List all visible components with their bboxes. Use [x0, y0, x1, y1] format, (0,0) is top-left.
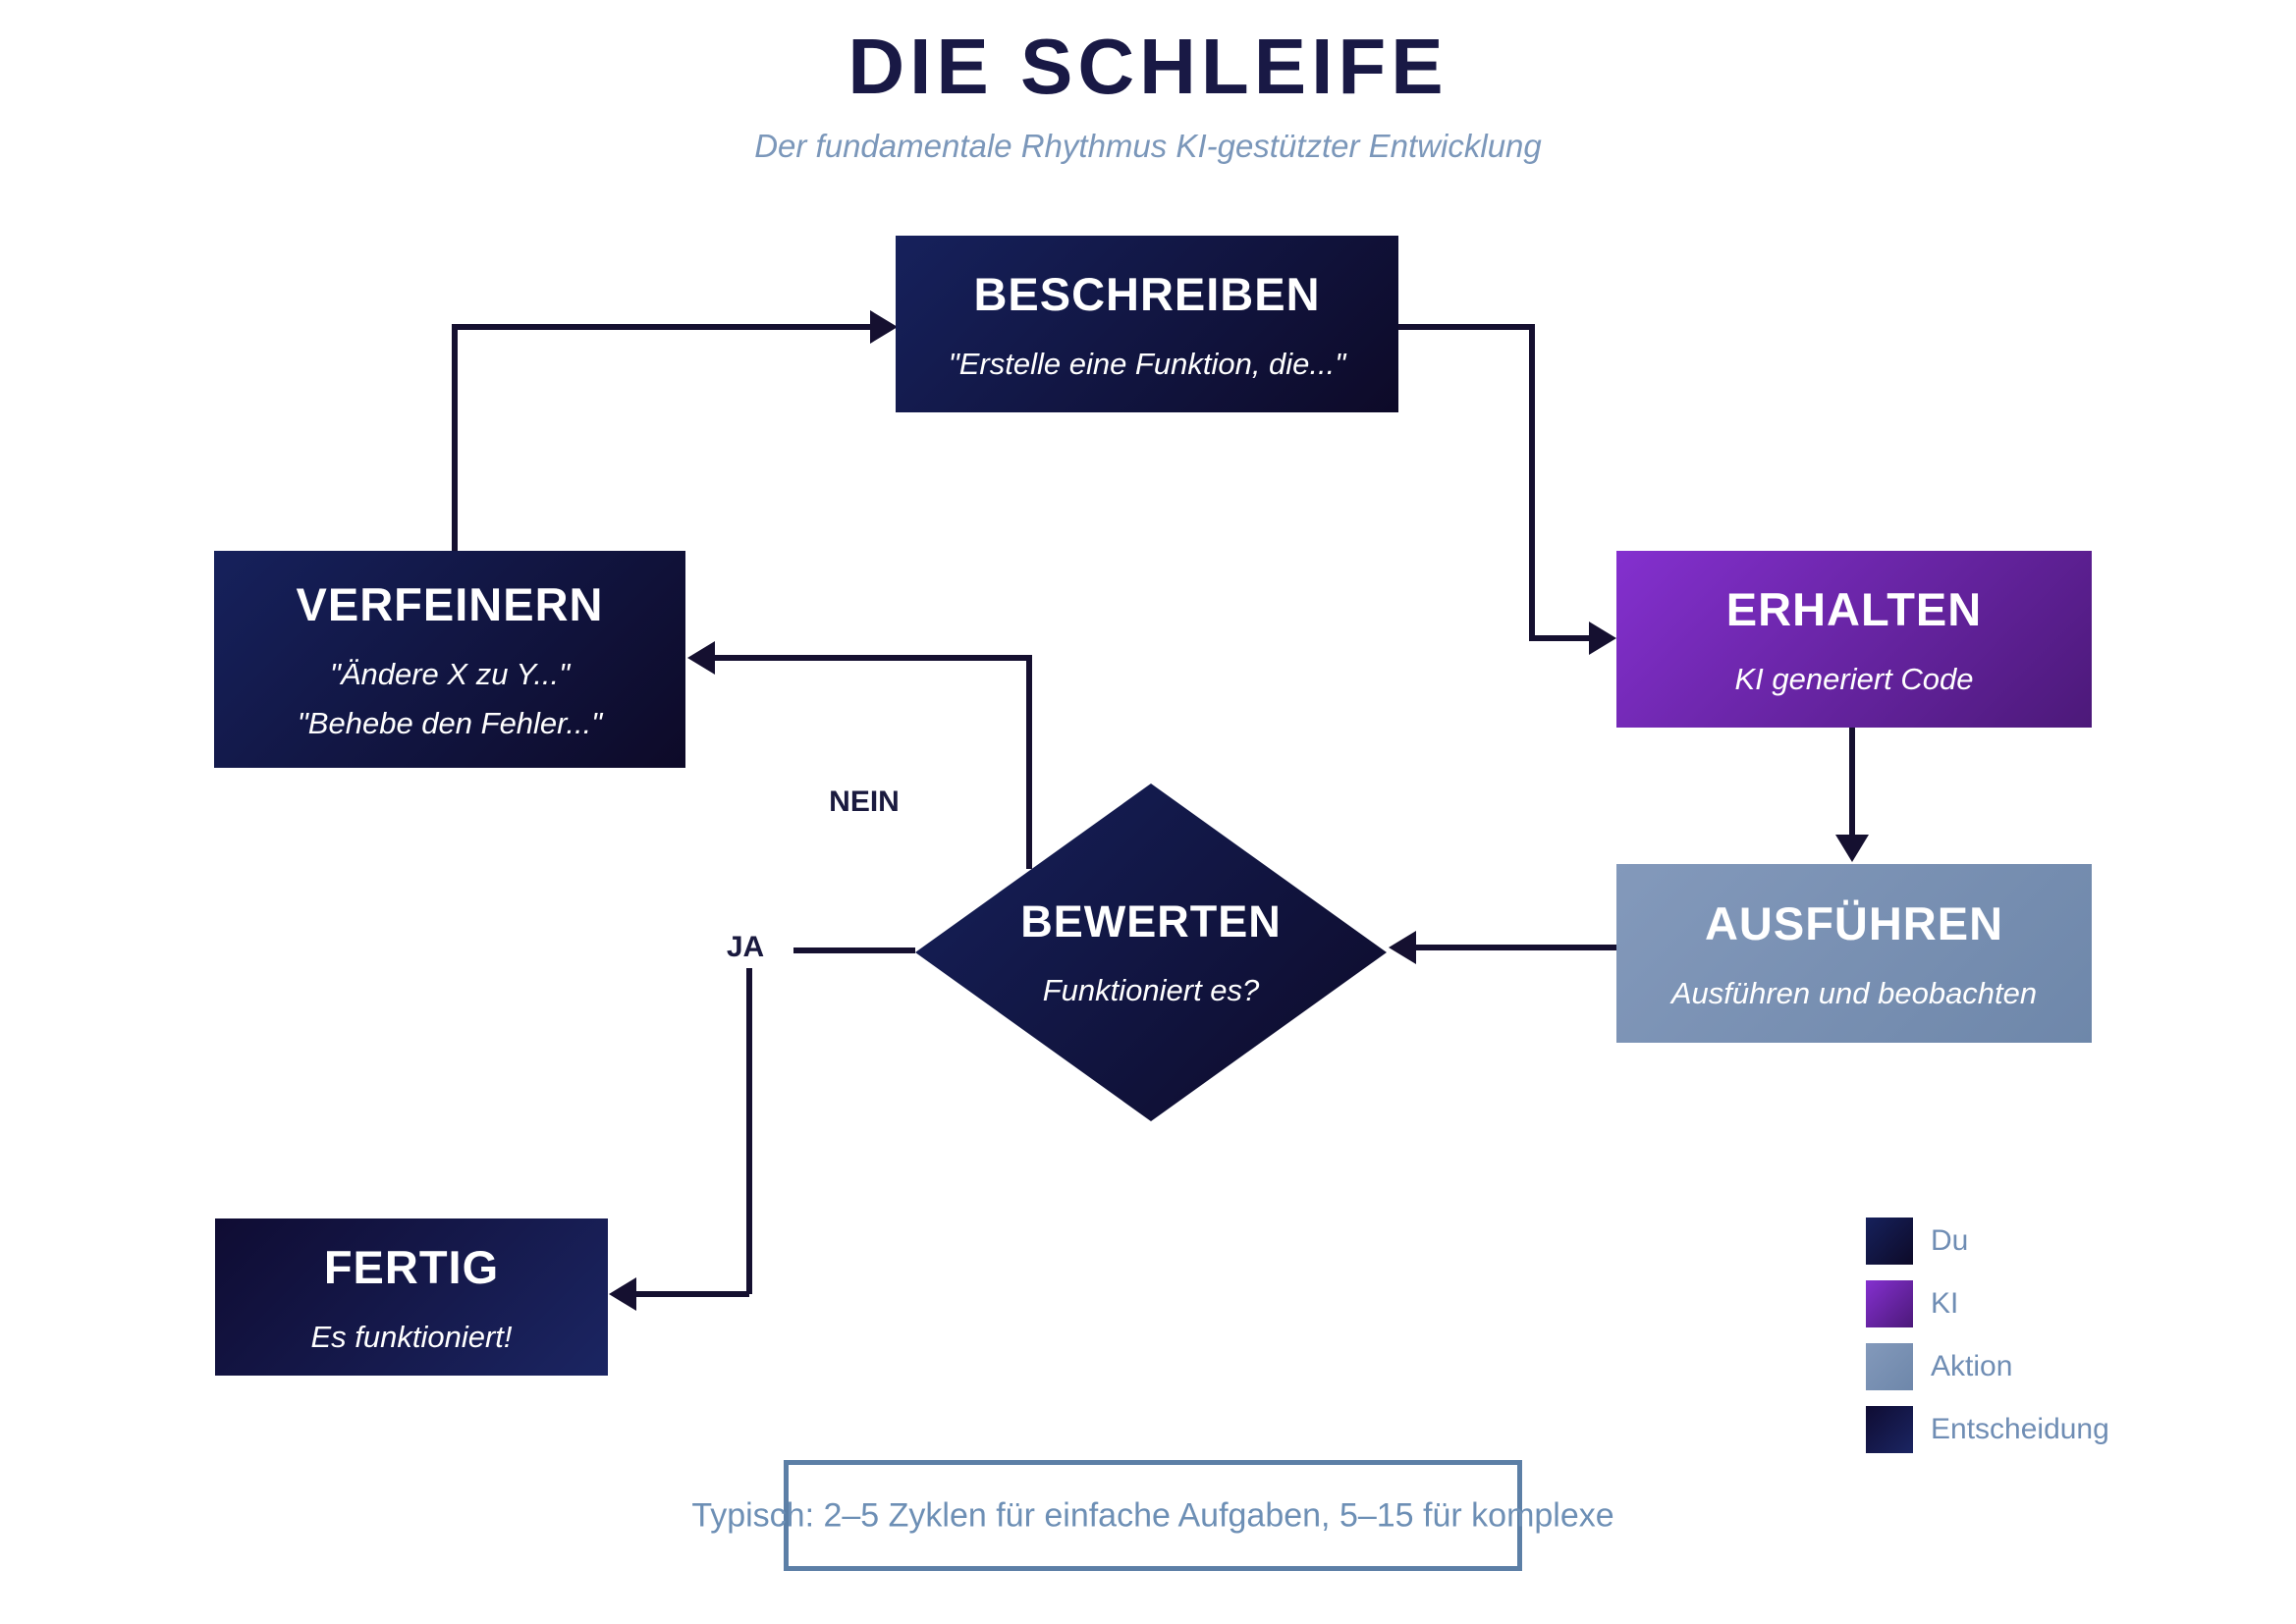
- legend-swatch-du: [1866, 1218, 1913, 1265]
- node-ausfuehren-title: AUSFÜHREN: [1704, 896, 2004, 949]
- node-verfeinern: VERFEINERN "Ändere X zu Y..." "Behebe de…: [214, 551, 685, 768]
- legend-item-du: Du: [1866, 1218, 1968, 1265]
- node-fertig-title: FERTIG: [323, 1240, 500, 1293]
- arrowhead-into-fertig-icon: [609, 1277, 636, 1311]
- legend-swatch-entscheidung: [1866, 1406, 1913, 1453]
- node-verfeinern-title: VERFEINERN: [296, 578, 604, 630]
- legend-label-aktion: Aktion: [1931, 1350, 2013, 1382]
- node-fertig: FERTIG Es funktioniert!: [215, 1218, 608, 1376]
- edge-nein-horizontal: [713, 655, 1032, 661]
- legend-label-du: Du: [1931, 1224, 1969, 1257]
- node-beschreiben-subtitle: "Erstelle eine Funktion, die...": [948, 346, 1346, 381]
- node-bewerten-diamond: BEWERTEN Funktioniert es?: [915, 784, 1387, 1121]
- arrowhead-into-bewerten-icon: [1389, 931, 1416, 964]
- node-erhalten-title: ERHALTEN: [1725, 582, 1983, 635]
- edge-nein-vertical: [1026, 655, 1032, 869]
- node-bewerten-title: BEWERTEN: [1020, 896, 1282, 947]
- edge-verfeinern-beschreiben-horizontal: [452, 324, 874, 330]
- arrowhead-into-beschreiben-icon: [870, 310, 898, 344]
- footer-note-text: Typisch: 2–5 Zyklen für einfache Aufgabe…: [691, 1496, 1614, 1534]
- edge-erhalten-ausfuehren-vertical: [1849, 728, 1855, 838]
- node-fertig-subtitle: Es funktioniert!: [310, 1319, 513, 1354]
- legend-item-entscheidung: Entscheidung: [1866, 1406, 2109, 1453]
- node-verfeinern-subtitle-1: "Ändere X zu Y...": [329, 657, 571, 691]
- node-beschreiben: BESCHREIBEN "Erstelle eine Funktion, die…: [896, 236, 1398, 412]
- legend-label-entscheidung: Entscheidung: [1931, 1413, 2109, 1445]
- legend-swatch-ki: [1866, 1280, 1913, 1327]
- edge-label-nein: NEIN: [829, 785, 900, 818]
- node-bewerten-subtitle: Funktioniert es?: [1042, 973, 1260, 1007]
- edge-ausfuehren-bewerten-horizontal: [1414, 945, 1616, 950]
- edge-beschreiben-erhalten-horizontal-top: [1398, 324, 1532, 330]
- arrowhead-into-verfeinern-icon: [687, 641, 715, 675]
- node-beschreiben-title: BESCHREIBEN: [973, 267, 1321, 320]
- page-title: DIE SCHLEIFE: [847, 23, 1449, 110]
- edge-ja-horizontal-top: [793, 947, 915, 953]
- arrowhead-into-ausfuehren-icon: [1835, 835, 1869, 862]
- node-erhalten: ERHALTEN KI generiert Code: [1616, 551, 2092, 728]
- legend-item-aktion: Aktion: [1866, 1343, 2012, 1390]
- edge-verfeinern-beschreiben-vertical: [452, 327, 458, 551]
- legend-label-ki: KI: [1931, 1287, 1959, 1320]
- edge-beschreiben-erhalten-horizontal-bottom: [1529, 635, 1592, 641]
- edge-ja-vertical: [746, 968, 752, 1294]
- legend-swatch-aktion: [1866, 1343, 1913, 1390]
- node-verfeinern-subtitle-2: "Behebe den Fehler...": [297, 706, 603, 740]
- node-ausfuehren: AUSFÜHREN Ausführen und beobachten: [1616, 864, 2092, 1043]
- node-erhalten-subtitle: KI generiert Code: [1734, 661, 1974, 696]
- edge-ja-horizontal-bottom: [634, 1291, 749, 1297]
- page-subtitle: Der fundamentale Rhythmus KI-gestützter …: [754, 128, 1542, 164]
- edge-beschreiben-erhalten-vertical: [1529, 324, 1535, 641]
- arrowhead-into-erhalten-icon: [1589, 622, 1616, 655]
- edge-label-ja: JA: [726, 931, 765, 963]
- footer-note-box: Typisch: 2–5 Zyklen für einfache Aufgabe…: [691, 1460, 1614, 1571]
- legend-item-ki: KI: [1866, 1280, 1958, 1327]
- node-ausfuehren-subtitle: Ausführen und beobachten: [1670, 975, 2038, 1010]
